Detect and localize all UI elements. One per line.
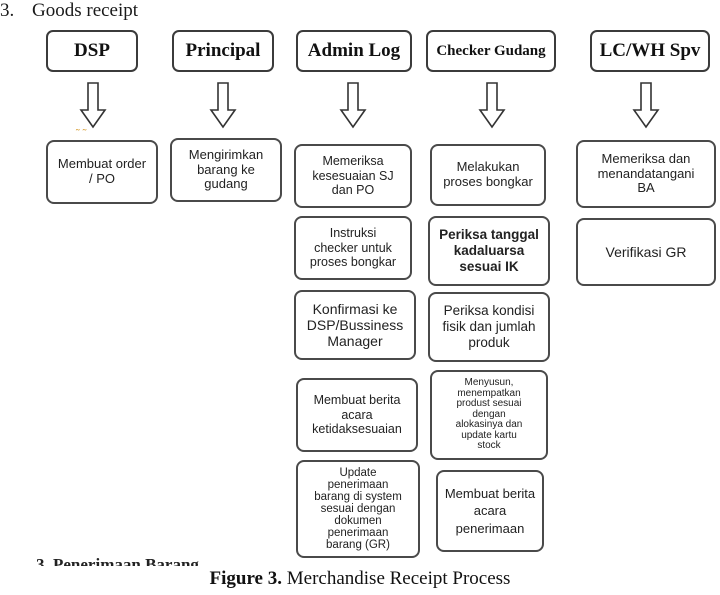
step-box-admin-log-5: Update penerimaan barang di system sesua… xyxy=(296,460,420,558)
caption-text: Merchandise Receipt Process xyxy=(286,568,511,589)
section-number: 3. xyxy=(0,0,15,21)
step-box-admin-log-4: Membuat berita acara ketidaksesuaian xyxy=(296,378,418,452)
step-box-principal-1: Mengirimkan barang ke gudang xyxy=(170,138,282,202)
step-box-admin-log-1: Memeriksa kesesuaian SJ dan PO xyxy=(294,144,412,208)
clipped-next-heading: 3. Penerimaan Barang xyxy=(36,556,199,566)
step-box-dsp-1: Membuat order / PO xyxy=(46,140,158,204)
step-box-checker-gudang-5: Membuat berita acara penerimaan xyxy=(436,470,544,552)
tick-mark: ˜ ˜ xyxy=(76,128,87,140)
step-box-checker-gudang-4: Menyusun, menempatkan produst sesuai den… xyxy=(430,370,548,460)
step-box-admin-log-3: Konfirmasi ke DSP/Bussiness Manager xyxy=(294,290,416,360)
section-heading: 3. Goods receipt xyxy=(0,0,138,22)
step-box-admin-log-2: Instruksi checker untuk proses bongkar xyxy=(294,216,412,280)
lane-header-principal: Principal xyxy=(172,30,274,72)
lane-header-dsp: DSP xyxy=(46,30,138,72)
lane-header-admin-log: Admin Log xyxy=(296,30,412,72)
down-arrow-icon xyxy=(632,82,660,129)
down-arrow-icon xyxy=(339,82,367,129)
step-box-checker-gudang-3: Periksa kondisi fisik dan jumlah produk xyxy=(428,292,550,362)
lane-header-lc-wh-spv: LC/WH Spv xyxy=(590,30,710,72)
section-title: Goods receipt xyxy=(32,0,139,21)
step-box-checker-gudang-1: Melakukan proses bongkar xyxy=(430,144,546,206)
lane-header-checker-gudang: Checker Gudang xyxy=(426,30,556,72)
step-box-lc-wh-spv-1: Memeriksa dan menandatangani BA xyxy=(576,140,716,208)
down-arrow-icon xyxy=(478,82,506,129)
step-box-checker-gudang-2: Periksa tanggal kadaluarsa sesuai IK xyxy=(428,216,550,286)
caption-label: Figure 3. xyxy=(209,568,282,589)
down-arrow-icon xyxy=(209,82,237,129)
down-arrow-icon xyxy=(79,82,107,129)
step-box-lc-wh-spv-2: Verifikasi GR xyxy=(576,218,716,286)
figure-caption: Figure 3. Merchandise Receipt Process xyxy=(0,568,720,590)
